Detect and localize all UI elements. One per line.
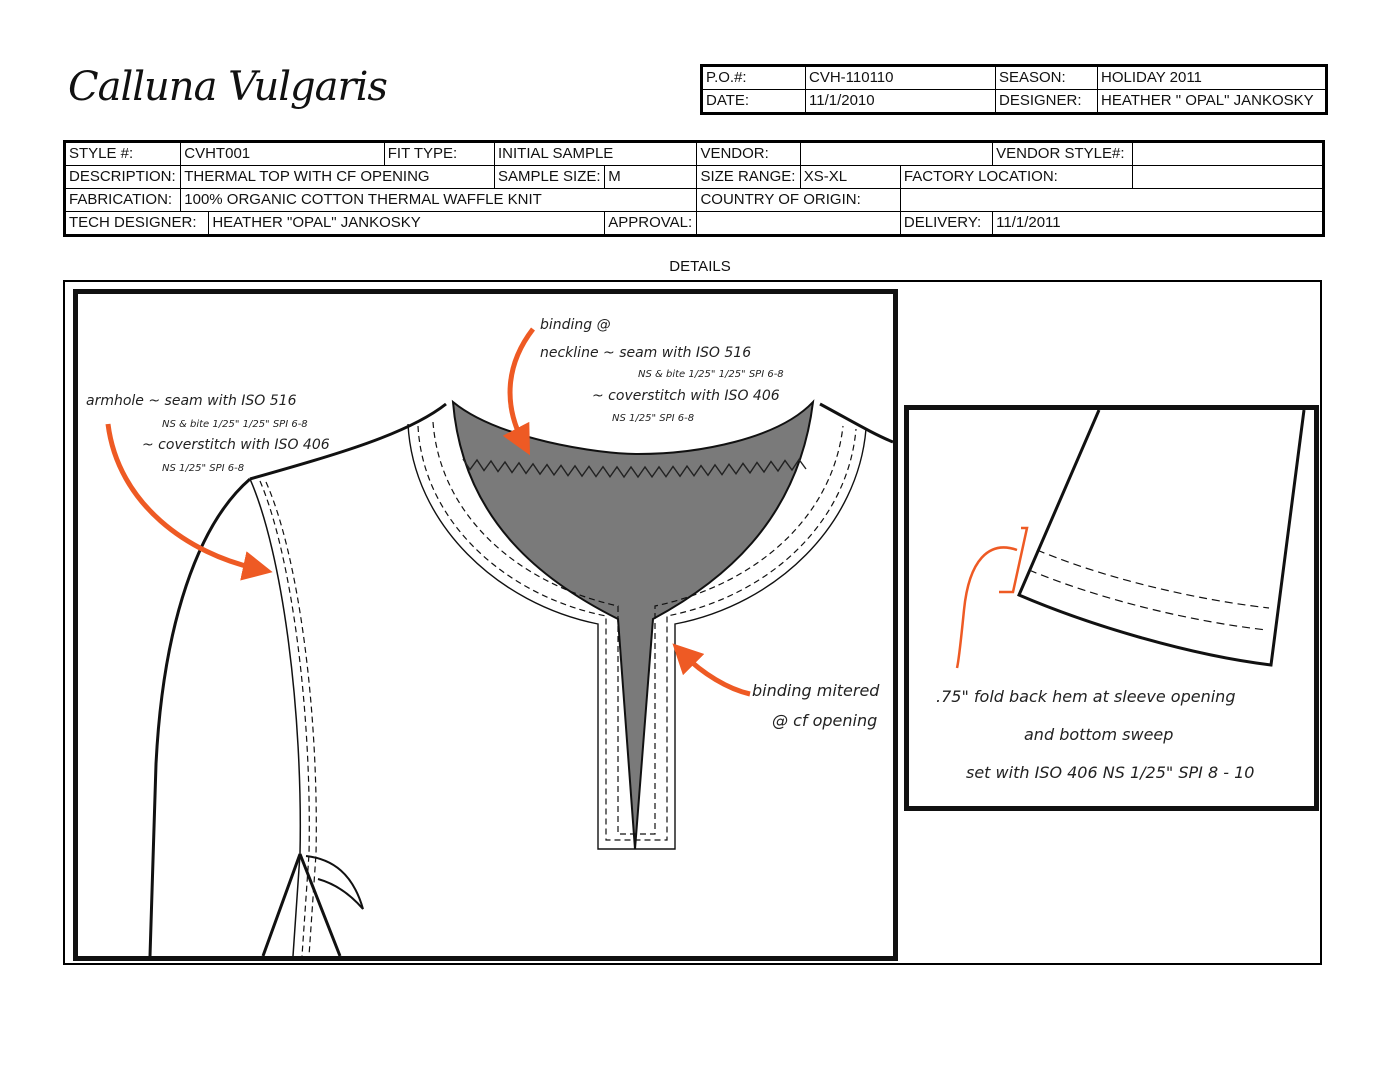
fit-type-label: FIT TYPE: (383, 141, 496, 166)
fit-type-value: INITIAL SAMPLE (493, 141, 698, 166)
neckline-sketch: binding @ neckline ~ seam with ISO 516 N… (86, 317, 893, 956)
style-spec-table: STYLE #: CVHT001 FIT TYPE: INITIAL SAMPL… (63, 140, 1325, 237)
style-label: STYLE #: (63, 141, 182, 166)
zigzag-stitch (462, 458, 807, 479)
binding-arrow (502, 327, 535, 456)
delivery-label: DELIVERY: (899, 211, 994, 236)
hem-pointer (955, 546, 1018, 669)
left-shoulder-line (249, 402, 447, 481)
hem-note-2: and bottom sweep (1024, 725, 1173, 744)
armhole-note-1: armhole ~ seam with ISO 516 (86, 393, 297, 409)
designer-label: DESIGNER: (995, 89, 1098, 114)
details-heading: DETAILS (669, 258, 731, 275)
binding-note-2: neckline ~ seam with ISO 516 (540, 345, 751, 361)
mitered-arrow (672, 643, 751, 697)
date-value: 11/1/2010 (805, 89, 996, 114)
sample-size-value: M (604, 165, 698, 189)
armhole-note-3: ~ coverstitch with ISO 406 (142, 437, 330, 453)
hem-note-3: set with ISO 406 NS 1/25" SPI 8 - 10 (966, 763, 1254, 782)
armhole-arrow (105, 423, 273, 581)
tech-designer-value: HEATHER "OPAL" JANKOSKY (208, 211, 606, 236)
description-value: THERMAL TOP WITH CF OPENING (180, 165, 495, 189)
season-label: SEASON: (995, 65, 1098, 90)
binding-note-3: NS & bite 1/25" 1/25" SPI 6-8 (638, 369, 784, 380)
size-range-value: XS-XL (799, 165, 901, 189)
sleeve-outline (148, 477, 251, 956)
mitered-note-1: binding mitered (752, 681, 880, 700)
approval-label: APPROVAL: (604, 211, 698, 236)
tech-designer-label: TECH DESIGNER: (63, 211, 210, 236)
vendor-label: VENDOR: (696, 141, 801, 166)
brand-logo: Calluna Vulgaris (68, 64, 388, 110)
underarm-vent (261, 853, 342, 956)
delivery-value: 11/1/2011 (992, 211, 1324, 236)
hem-stitch-1 (1036, 549, 1270, 609)
po-value: CVH-110110 (805, 65, 996, 90)
po-header-table: P.O.#: CVH-110110 SEASON: HOLIDAY 2011 D… (700, 64, 1328, 115)
style-value: CVHT001 (180, 141, 385, 166)
neckline-detail-panel: binding @ neckline ~ seam with ISO 516 N… (73, 289, 898, 961)
binding-note-4: ~ coverstitch with ISO 406 (592, 388, 780, 404)
vendor-value (799, 141, 994, 166)
size-range-label: SIZE RANGE: (696, 165, 801, 189)
designer-value: HEATHER " OPAL" JANKOSKY (1097, 89, 1327, 114)
vendor-style-label: VENDOR STYLE#: (992, 141, 1134, 166)
fabrication-label: FABRICATION: (63, 188, 182, 212)
details-frame (63, 280, 1322, 965)
armhole-note-4: NS 1/25" SPI 6-8 (162, 463, 244, 474)
factory-location-label: FACTORY LOCATION: (899, 165, 1134, 189)
approval-value (696, 211, 901, 236)
country-of-origin-label: COUNTRY OF ORIGIN: (696, 188, 901, 212)
description-label: DESCRIPTION: (63, 165, 182, 189)
sleeve-outline-inset (1017, 410, 1306, 667)
right-shoulder-line (819, 402, 893, 444)
hem-stitch-2 (1028, 569, 1268, 631)
vendor-style-value (1132, 141, 1324, 166)
mitered-note-2: @ cf opening (772, 711, 877, 730)
sleeve-hem-sketch: .75" fold back hem at sleeve opening and… (936, 410, 1306, 782)
neckline-insert (451, 399, 815, 850)
armhole-seam (249, 478, 302, 956)
country-of-origin-value (899, 188, 1325, 212)
binding-note-5: NS 1/25" SPI 6-8 (612, 413, 694, 424)
fabrication-value: 100% ORGANIC COTTON THERMAL WAFFLE KNIT (180, 188, 698, 212)
binding-note-1: binding @ (540, 317, 611, 333)
sleeve-hem-detail-panel: .75" fold back hem at sleeve opening and… (904, 405, 1319, 811)
armhole-note-2: NS & bite 1/25" 1/25" SPI 6-8 (162, 419, 308, 430)
season-value: HOLIDAY 2011 (1097, 65, 1327, 90)
neckline-binding (407, 423, 867, 850)
hem-depth-bracket (999, 526, 1029, 594)
po-label: P.O.#: (701, 65, 806, 90)
date-label: DATE: (701, 89, 806, 114)
factory-location-value (1132, 165, 1324, 189)
sample-size-label: SAMPLE SIZE: (493, 165, 606, 189)
hem-note-1: .75" fold back hem at sleeve opening (936, 687, 1235, 706)
